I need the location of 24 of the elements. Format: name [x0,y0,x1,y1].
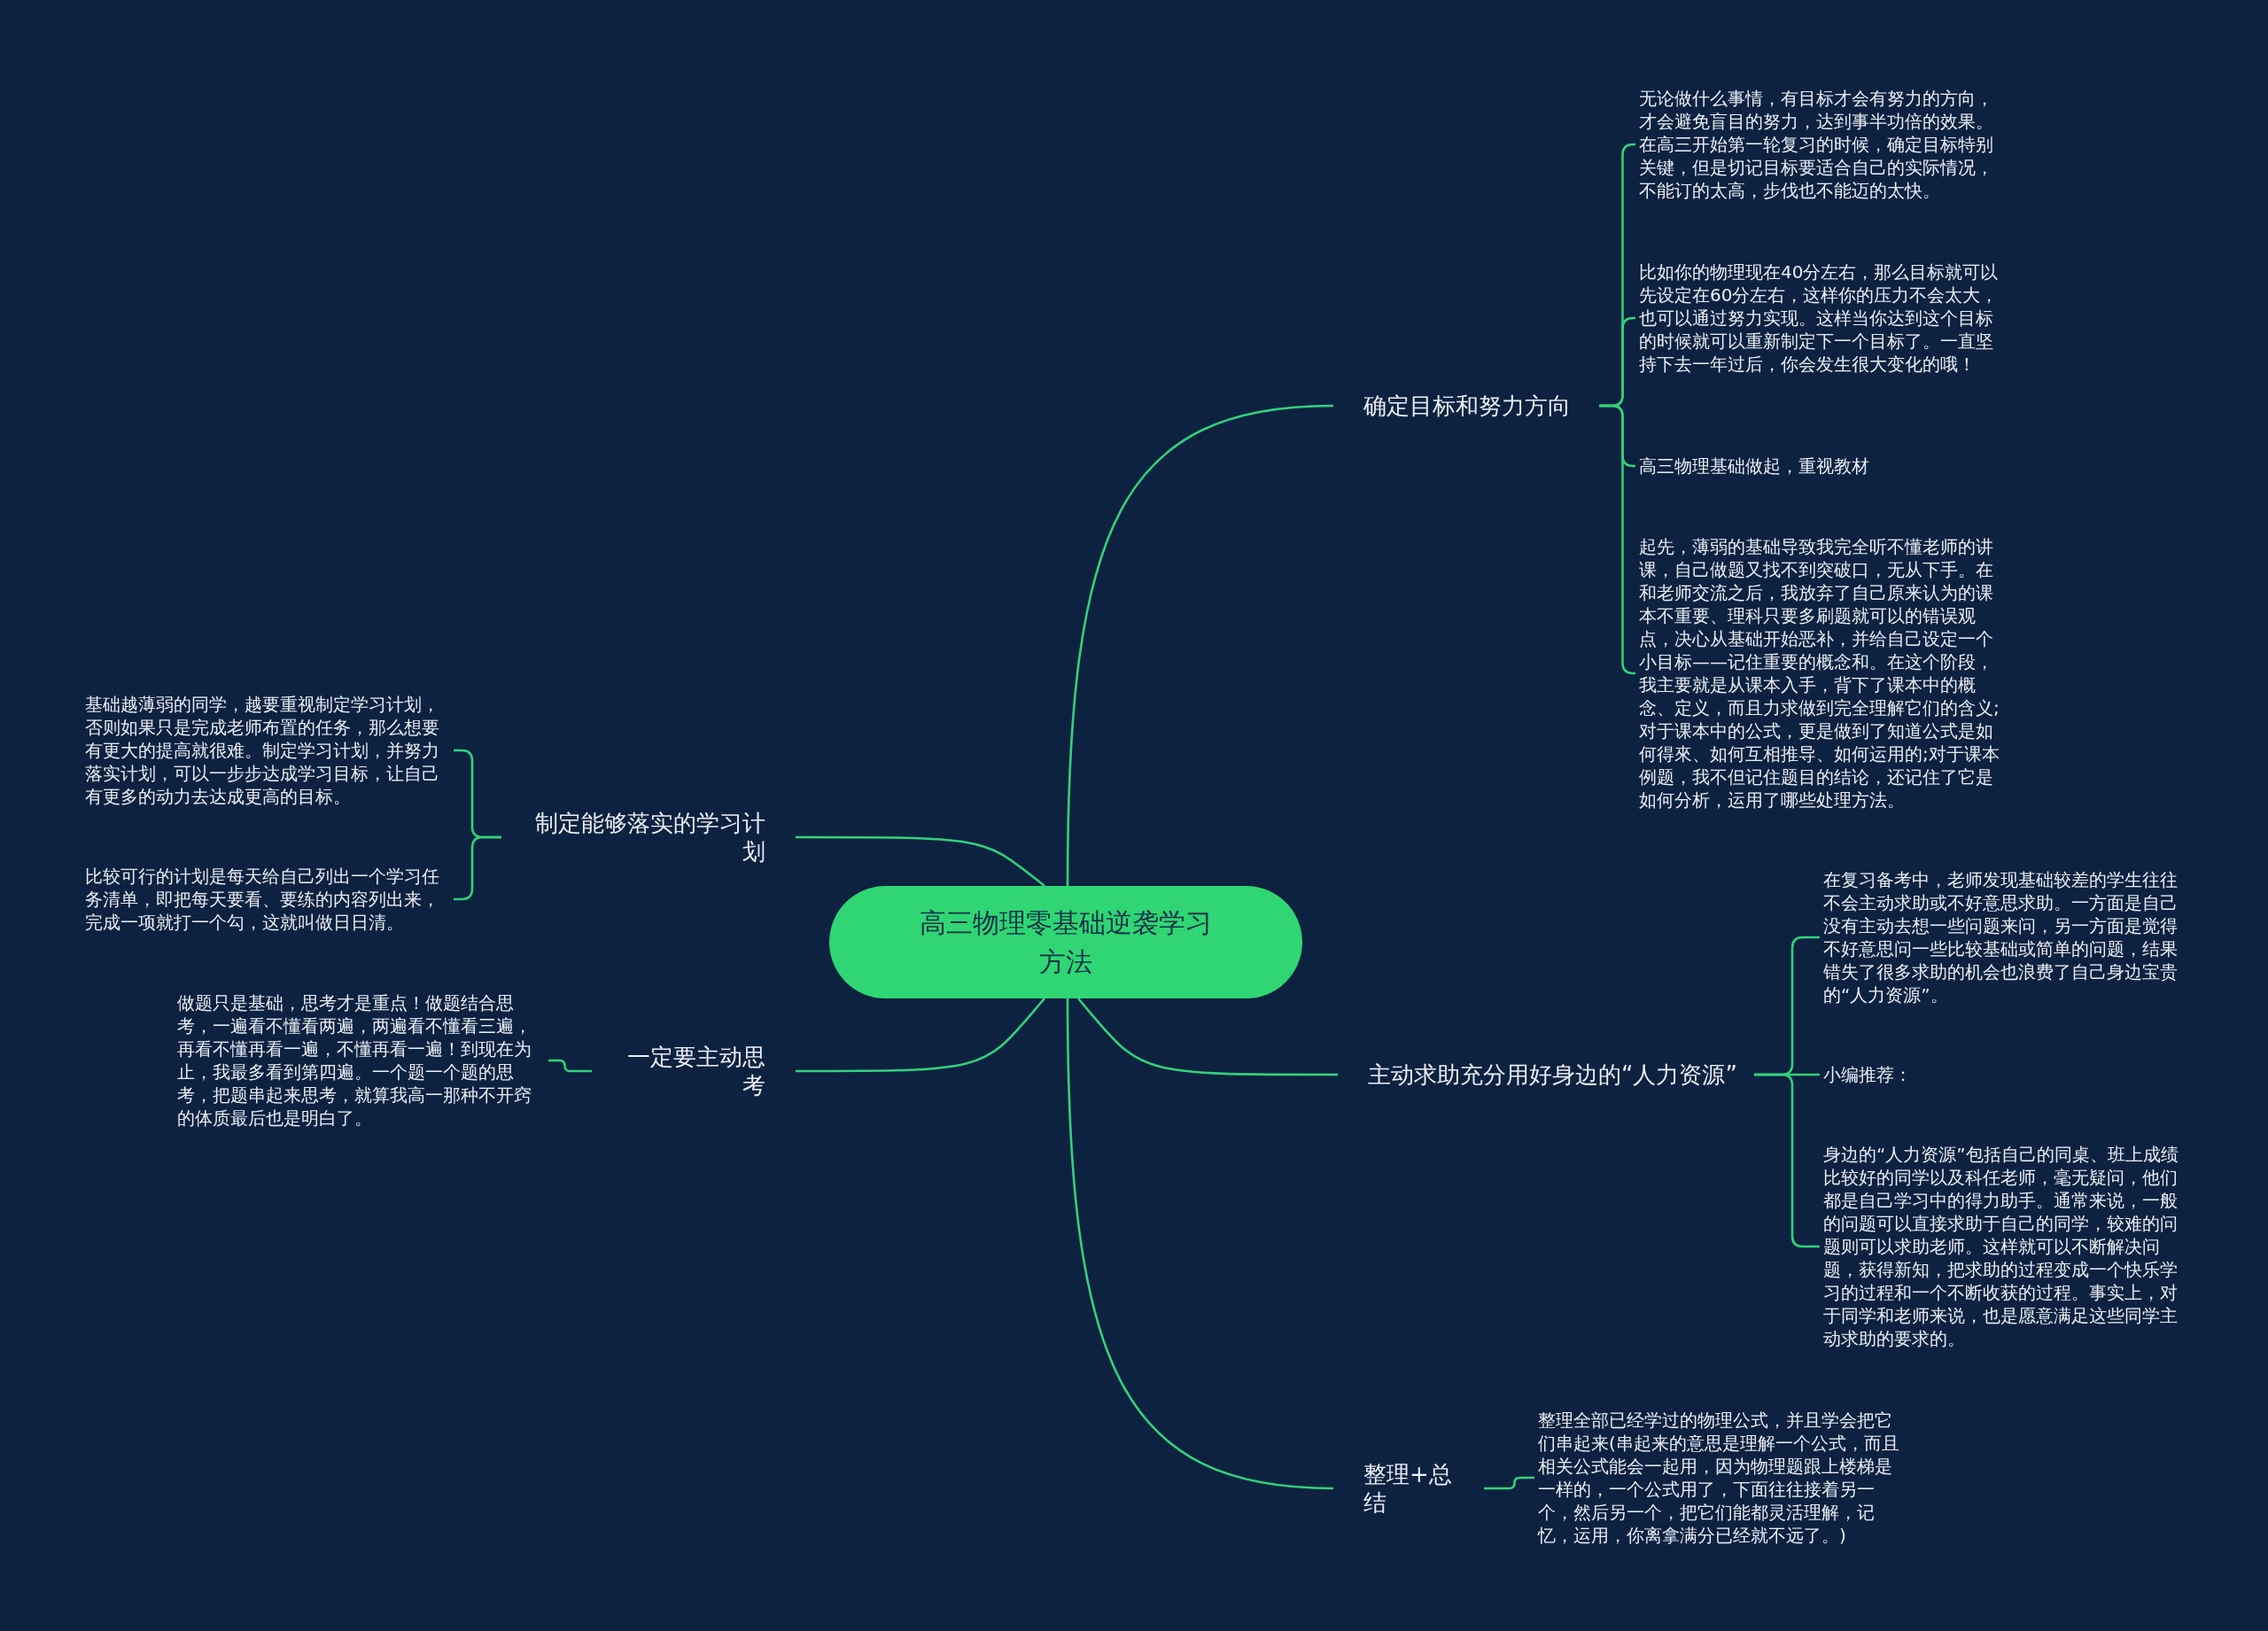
connector [1484,1476,1534,1490]
note-text: 小编推荐： [1823,1063,2191,1086]
note-text: 无论做什么事情，有目标才会有努力的方向，才会避免盲目的努力，达到事半功倍的效果。在高三开始第一轮复习的时候，确定目标特别关键，但是切记目标要适合自己的实际情况，不能订的太高，步伐也不能迈的太快。 [1639,87,2007,202]
note-text: 高三物理基础做起，重视教材 [1639,454,2007,478]
central-topic: 高三物理零基础逆袭学习方法 [829,886,1302,998]
note-text: 整理全部已经学过的物理公式，并且学会把它们串起来(串起来的意思是理解一个公式，而且相关公式能会一起用，因为物理题跟上楼梯是一样的，一个公式用了，下面往往接着另一个，然后另一个，把它们能都灵活理解，记忆，运用，你离拿满分已经就不远了。) [1538,1409,1906,1547]
note-text: 比如你的物理现在40分左右，那么目标就可以先设定在60分左右，这样你的压力不会太大，也可以通过努力实现。这样当你达到这个目标的时候就可以重新制定下一个目标了。一直坚持下去一年过后，你会发生很大变化的哦！ [1639,260,2007,376]
branch-topic: 一定要主动思考 [592,1030,796,1112]
branch-topic: 制定能够落实的学习计划 [501,796,796,878]
note-text: 基础越薄弱的同学，越要重视制定学习计划，否则如果只是完成老师布置的任务，那么想要有更大的提高就很难。制定学习计划，并努力落实计划，可以一步步达成学习目标，让自己有更多的动力去达成更高的目标。 [85,693,450,808]
note-text: 比较可行的计划是每天给自己列出一个学习任务清单，即把每天要看、要练的内容列出来，完成一项就打一个勾，这就叫做日日清。 [85,865,450,934]
note-text: 做题只是基础，思考才是重点！做题结合思考，一遍看不懂看两遍，两遍看不懂看三遍，再看不懂再看一遍，不懂再看一遍！到现在为止，我最多看到第四遍。一个题一个题的思考，把题串起来思考，就算我高一那种不开窍的体质最后也是明白了。 [177,991,545,1130]
note-text: 在复习备考中，老师发现基础较差的学生往往不会主动求助或不好意思求助。一方面是自己没有主动去想一些问题来问，另一方面是觉得不好意思问一些比较基础或简单的问题，结果错失了很多求助的机会也浪费了自己身边宝贵的“人力资源”。 [1823,868,2191,1006]
connector [796,998,1045,1073]
connector [1066,998,1334,1490]
connector [1077,998,1338,1076]
branch-topic: 整理+总结 [1333,1448,1484,1529]
connector [796,835,1045,887]
branch-topic: 主动求助充分用好身边的“人力资源” [1338,1048,1754,1101]
note-text: 身边的“人力资源”包括自己的同桌、班上成绩比较好的同学以及科任老师，毫无疑问，他们都是自己学习中的得力助手。通常来说，一般的问题可以直接求助于自己的同学，较难的问题则可以求助老师。这样就可以不断解决问题，获得新知，把求助的过程变成一个快乐学习的过程和一个不断收获的过程。事实上，对于同学和老师来说，也是愿意满足这些同学主动求助的要求的。 [1823,1143,2191,1350]
note-text: 起先，薄弱的基础导致我完全听不懂老师的讲课，自己做题又找不到突破口，无从下手。在和老师交流之后，我放弃了自己原来认为的课本不重要、理科只要多刷题就可以的错误观点，决心从基础开始恶补，并给自己设定一个小目标——记住重要的概念和。在这个阶段，我主要就是从课本入手，背下了课本中的概念、定义，而且力求做到完全理解它们的含义;对于课本中的公式，更是做到了知道公式是如何得來、如何互相推导、如何运用的;对于课本例题，我不但记住题目的结论，还记住了它是如何分析，运用了哪些处理方法。 [1639,535,2007,812]
connector [548,1059,592,1073]
connector [1066,404,1334,886]
branch-topic: 确定目标和努力方向 [1333,379,1599,432]
